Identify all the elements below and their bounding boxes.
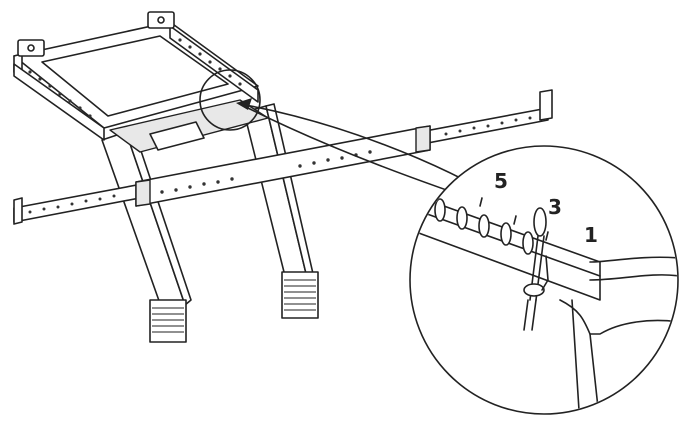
callout-small-circle — [199, 69, 261, 131]
detail-magnified-view: 5 3 1 — [409, 145, 679, 415]
outrigger-beam-holes — [28, 116, 532, 214]
detail-label-5: 5 — [494, 169, 508, 193]
center-connector — [109, 99, 269, 153]
detail-label-3: 3 — [548, 195, 562, 219]
outrigger-beam — [13, 89, 553, 225]
detail-label-1: 1 — [584, 223, 598, 247]
top-frame — [13, 11, 259, 141]
left-support-leg — [101, 129, 192, 343]
detail-locking-pin — [523, 207, 549, 331]
frame-rail-holes-right — [178, 38, 242, 86]
detail-adjustment-holes — [434, 198, 534, 255]
frame-rail-holes-left — [28, 70, 92, 118]
